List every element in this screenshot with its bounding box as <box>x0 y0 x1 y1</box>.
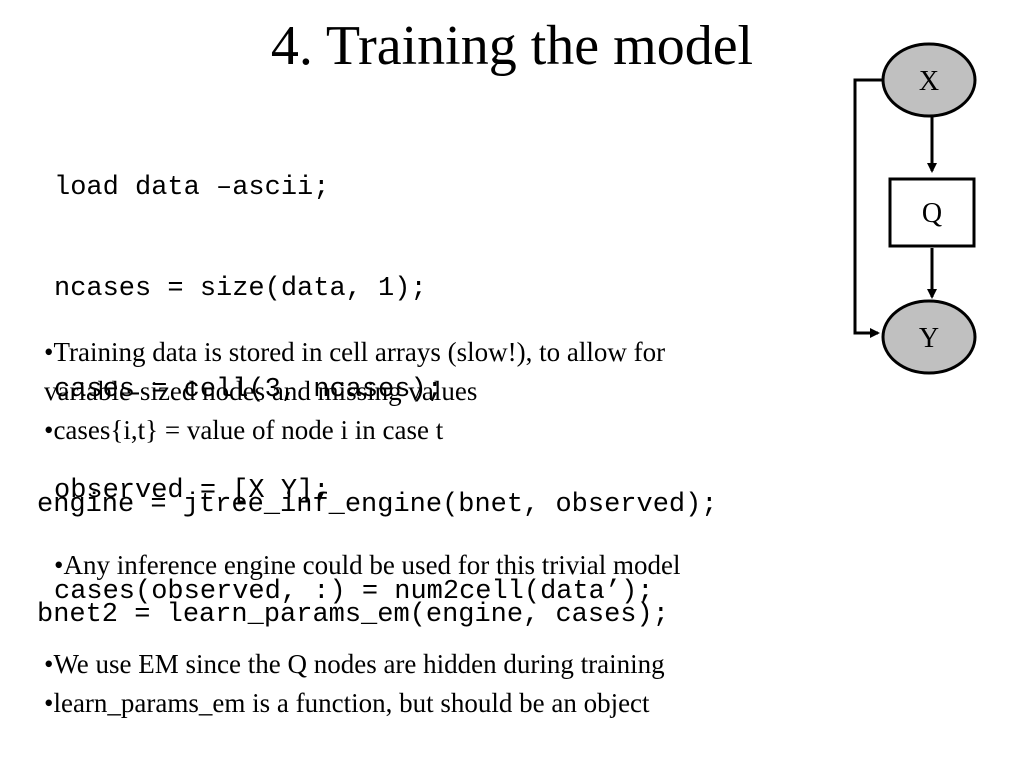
code-line-engine: engine = jtree_inf_engine(bnet, observed… <box>37 490 718 520</box>
bullet-item: •learn_params_em is a function, but shou… <box>44 688 650 718</box>
bullet-list-training-data: •Training data is stored in cell arrays … <box>44 333 665 450</box>
code-line: cases = cell(3, ncases); <box>54 375 443 405</box>
node-x-circle <box>881 42 977 118</box>
bullet-list-inference: •Any inference engine could be used for … <box>54 546 681 585</box>
code-line: ncases = size(data, 1); <box>54 274 427 304</box>
bullet-item: •cases{i,t} = value of node i in case t <box>44 415 444 445</box>
bullet-item: •We use EM since the Q nodes are hidden … <box>44 649 665 679</box>
slide-title: 4. Training the model <box>270 15 754 77</box>
code-line: observed = [X Y]; <box>54 476 330 506</box>
edge-x-to-y-bypass <box>853 78 883 338</box>
code-line-learn-params: bnet2 = learn_params_em(engine, cases); <box>37 600 669 630</box>
bullet-continuation: variable-sized nodes and missing values <box>44 376 478 406</box>
node-q-label: Q <box>922 198 942 229</box>
bayes-net-diagram: X Q Y <box>853 42 977 375</box>
node-q-box <box>888 177 976 248</box>
node-y-label: Y <box>919 323 939 354</box>
bullet-item: •Any inference engine could be used for … <box>54 550 681 580</box>
node-y-circle <box>881 299 977 375</box>
code-line: load data –ascii; <box>54 173 330 203</box>
code-block-load-data: load data –ascii; ncases = size(data, 1)… <box>54 108 654 643</box>
bullet-item: •Training data is stored in cell arrays … <box>44 337 666 367</box>
bullet-list-em: •We use EM since the Q nodes are hidden … <box>44 645 665 723</box>
code-line: cases(observed, :) = num2cell(data’); <box>54 577 654 607</box>
node-x-label: X <box>919 66 939 97</box>
